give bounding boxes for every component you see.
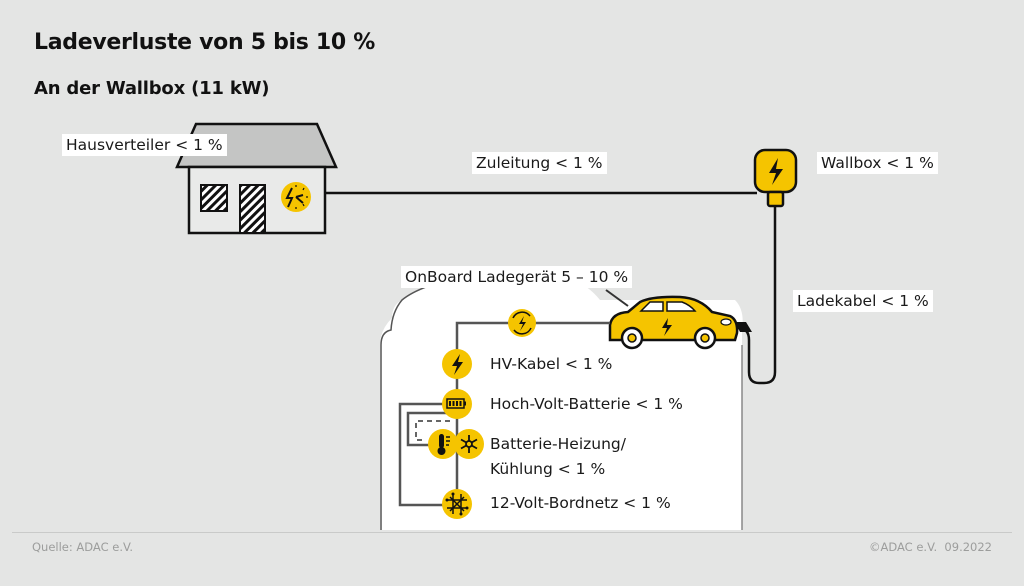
- car-wheel: [620, 326, 644, 350]
- onboard-charger-label: OnBoard Ladegerät 5 – 10 %: [401, 266, 633, 288]
- bordnetz-label: 12-Volt-Bordnetz < 1 %: [490, 494, 671, 512]
- batterie-heizung-label: Batterie-Heizung/: [490, 435, 626, 453]
- batterie-kuehlung-label: Kühlung < 1 %: [490, 460, 606, 478]
- wallbox-label: Wallbox < 1 %: [817, 152, 938, 174]
- car-window: [666, 301, 697, 312]
- thermometer-icon: [437, 434, 450, 455]
- wallbox-connector: [766, 190, 785, 208]
- page-title: Ladeverluste von 5 bis 10 %: [34, 30, 376, 55]
- source-note: Quelle: ADAC e.V.: [32, 540, 134, 554]
- hv-kabel-label: HV-Kabel < 1 %: [490, 355, 613, 373]
- page-subtitle: An der Wallbox (11 kW): [34, 78, 270, 99]
- onboard-pointer: [605, 289, 629, 307]
- house: [175, 122, 338, 235]
- car-wheel: [693, 326, 717, 350]
- lightning-bolt-icon: [662, 318, 672, 336]
- zuleitung-label: Zuleitung < 1 %: [472, 152, 607, 174]
- car-window: [639, 301, 664, 312]
- house-window: [200, 184, 228, 212]
- lightning-bolt-icon: [769, 158, 783, 185]
- snowflake-icon: [460, 435, 478, 453]
- copyright-note: ©ADAC e.V. 09.2022: [868, 540, 992, 554]
- circuit-network-icon: [442, 489, 472, 519]
- thermometer-snowflake-icon: [428, 429, 484, 459]
- ladekabel-label: Ladekabel < 1 %: [793, 290, 933, 312]
- house-door: [239, 184, 266, 234]
- charging-cycle-icon: [508, 309, 536, 337]
- hausverteiler-label: Hausverteiler < 1 %: [62, 134, 227, 156]
- lightning-bolt-icon: [442, 349, 472, 379]
- cooling-dashed-line: [415, 420, 450, 441]
- wallbox: [753, 148, 798, 208]
- battery-icon: [442, 389, 472, 419]
- hv-batterie-label: Hoch-Volt-Batterie < 1 %: [490, 395, 683, 413]
- footer-divider: [12, 532, 1012, 533]
- car: [608, 295, 752, 350]
- meter-clock-icon: [281, 182, 311, 212]
- car-headlight: [720, 318, 732, 326]
- charging-plug: [735, 322, 752, 332]
